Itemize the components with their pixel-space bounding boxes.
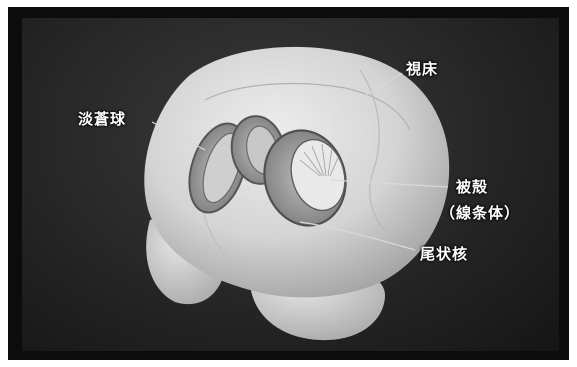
label-corpus-striatum: （線条体）	[440, 202, 520, 223]
label-globus-pallidus: 淡蒼球	[78, 108, 126, 129]
label-caudate-nucleus: 尾状核	[420, 243, 468, 264]
label-thalamus: 視床	[406, 58, 438, 79]
label-putamen: 被殻	[456, 176, 488, 197]
